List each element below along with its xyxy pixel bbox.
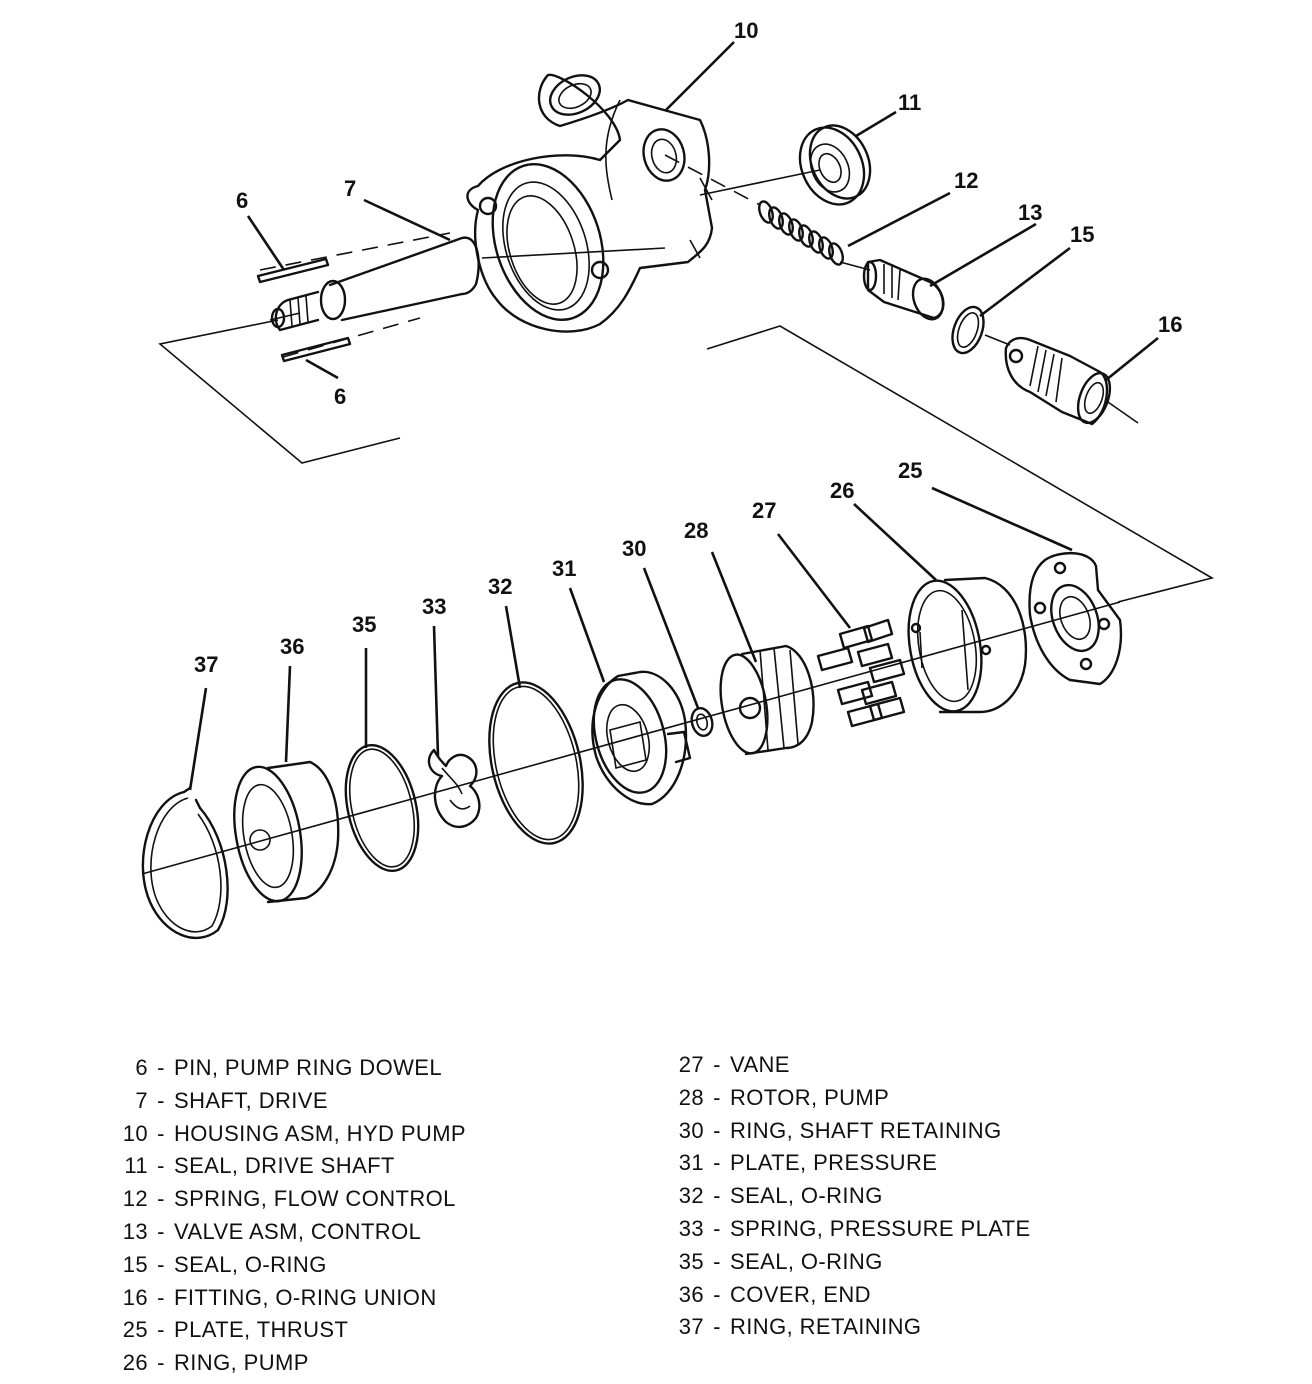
callout-26: 26 xyxy=(830,478,854,503)
legend-item: 11-SEAL, DRIVE SHAFT xyxy=(124,1153,395,1179)
legend-item: 25-PLATE, THRUST xyxy=(122,1317,349,1343)
callout-25: 25 xyxy=(898,458,922,483)
callout-30: 30 xyxy=(622,536,646,561)
callout-16: 16 xyxy=(1158,312,1182,337)
legend-item: 26-RING, PUMP xyxy=(122,1350,309,1376)
legend-item: 7-SHAFT, DRIVE xyxy=(135,1087,328,1113)
callout-28: 28 xyxy=(684,518,708,543)
callout-labels: 6 6 7 10 11 12 13 15 16 25 26 27 28 30 3… xyxy=(194,18,1182,677)
pump-ring xyxy=(907,576,1028,714)
callout-36: 36 xyxy=(280,634,304,659)
callout-6-lower: 6 xyxy=(334,384,346,409)
drive-shaft xyxy=(270,236,480,332)
pressure-plate-spring xyxy=(427,748,481,829)
upper-centerlines xyxy=(259,154,1139,424)
o-ring-union-fitting xyxy=(1004,336,1112,426)
callout-15: 15 xyxy=(1070,222,1094,247)
callout-27: 27 xyxy=(752,498,776,523)
legend-item: 15-SEAL, O-RING xyxy=(122,1251,327,1277)
dowel-pin-upper xyxy=(256,257,330,284)
drive-shaft-seal xyxy=(798,124,872,206)
legend-item: 28-ROTOR, PUMP xyxy=(678,1084,890,1110)
shaft-retaining-ring xyxy=(690,707,714,737)
legend-item: 16-FITTING, O-RING UNION xyxy=(122,1284,437,1310)
o-ring-seal-35 xyxy=(344,743,420,873)
legend-item: 6-PIN, PUMP RING DOWEL xyxy=(135,1055,442,1080)
callout-31: 31 xyxy=(552,556,576,581)
callout-13: 13 xyxy=(1018,200,1042,225)
callout-6-upper: 6 xyxy=(236,188,248,213)
thrust-plate xyxy=(1028,551,1123,686)
pump-housing xyxy=(466,73,714,333)
connection-lines xyxy=(158,319,1215,603)
legend-item: 27-VANE xyxy=(678,1052,790,1077)
legend-item: 10-HOUSING ASM, HYD PUMP xyxy=(122,1120,466,1146)
legend-item: 30-RING, SHAFT RETAINING xyxy=(678,1117,1002,1143)
control-valve xyxy=(862,258,945,321)
o-ring-seal-15 xyxy=(951,305,985,355)
legend-item: 33-SPRING, PRESSURE PLATE xyxy=(678,1215,1031,1241)
legend-left: 6-PIN, PUMP RING DOWEL 7-SHAFT, DRIVE 10… xyxy=(100,1052,466,1380)
callout-10: 10 xyxy=(734,18,758,43)
end-cover xyxy=(233,760,340,904)
legend-item: 36-COVER, END xyxy=(678,1281,871,1307)
legend-item: 13-VALVE ASM, CONTROL xyxy=(122,1218,422,1244)
legend-item: 32-SEAL, O-RING xyxy=(678,1183,883,1209)
leader-lines xyxy=(188,41,1159,791)
o-ring-seal-32 xyxy=(488,681,584,845)
pressure-plate xyxy=(591,670,692,806)
pump-rotor xyxy=(719,644,815,756)
legend-item: 35-SEAL, O-RING xyxy=(678,1248,883,1274)
lower-centerline xyxy=(141,601,1121,875)
legend-right: 27-VANE 28-ROTOR, PUMP 30-RING, SHAFT RE… xyxy=(656,1049,1031,1344)
legend-item: 37-RING, RETAINING xyxy=(678,1314,922,1340)
callout-32: 32 xyxy=(488,574,512,599)
legend-item: 12-SPRING, FLOW CONTROL xyxy=(122,1186,456,1212)
legend-item: 31-PLATE, PRESSURE xyxy=(678,1150,938,1176)
callout-11: 11 xyxy=(898,90,921,115)
flow-control-spring xyxy=(758,200,844,266)
dowel-pin-lower xyxy=(280,336,352,363)
callout-12: 12 xyxy=(954,168,978,193)
retaining-ring xyxy=(141,786,229,940)
callout-35: 35 xyxy=(352,612,376,637)
callout-33: 33 xyxy=(422,594,446,619)
vanes xyxy=(816,618,906,728)
callout-7: 7 xyxy=(344,176,356,201)
callout-37: 37 xyxy=(194,652,218,677)
